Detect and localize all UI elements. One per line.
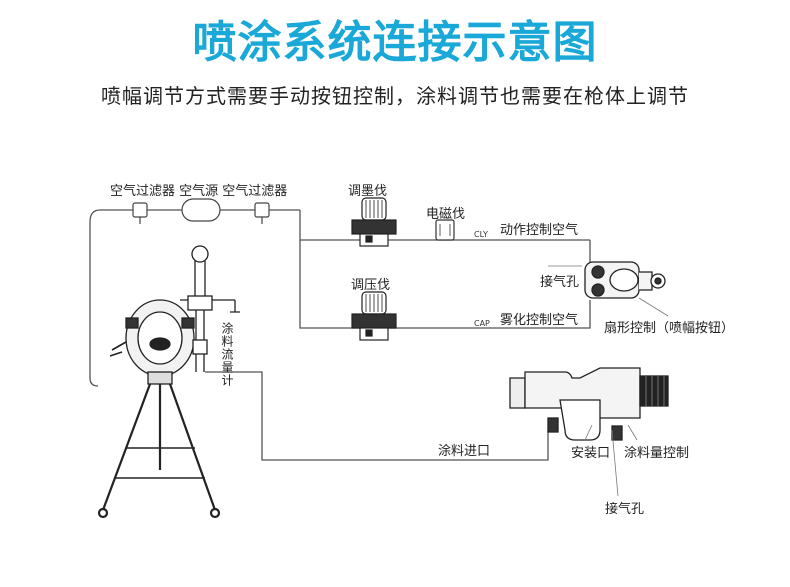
label-atomize-air: 雾化控制空气 [500,313,579,328]
air-source-icon [181,198,221,222]
label-filters: 空气过滤器 空气源 空气过滤器 [110,184,288,199]
solenoid-valve-icon [435,219,455,241]
air-filter-left-icon [132,202,148,224]
pressure-tank-icon [109,245,240,385]
tag-cly: CLY [474,230,488,239]
pressure-regulator-valve-icon [351,291,397,341]
page-subtitle: 喷幅调节方式需要手动按钮控制，涂料调节也需要在枪体上调节 [101,84,689,108]
ink-regulator-valve-icon [351,197,397,247]
spray-gun-icon [509,367,669,441]
air-pipe-atomize [299,240,591,329]
fan-control-head-icon [584,261,666,299]
air-filter-right-icon [254,202,270,224]
label-fan-control: 扇形控制（喷幅按钮） [604,321,735,336]
label-mount-port: 安装口 [571,446,611,461]
label-paint-amount: 涂料量控制 [624,446,690,461]
label-ink-regulator: 调墨伐 [348,184,388,199]
page-title: 喷涂系统连接示意图 [192,17,598,68]
label-flowmeter: 涂料流量计 [220,322,234,387]
label-action-air: 动作控制空气 [500,223,579,238]
label-air-port-bottom: 接气孔 [605,502,645,517]
paint-pipe [205,371,549,461]
tank-stand-icon [97,383,221,519]
tag-cap: CAP [474,319,490,328]
label-solenoid: 电磁伐 [426,207,466,222]
label-paint-inlet: 涂料进口 [438,444,491,459]
label-pressure-regulator: 调压伐 [351,278,391,293]
air-pipe-main [89,209,300,387]
label-air-port-top: 接气孔 [540,275,580,290]
